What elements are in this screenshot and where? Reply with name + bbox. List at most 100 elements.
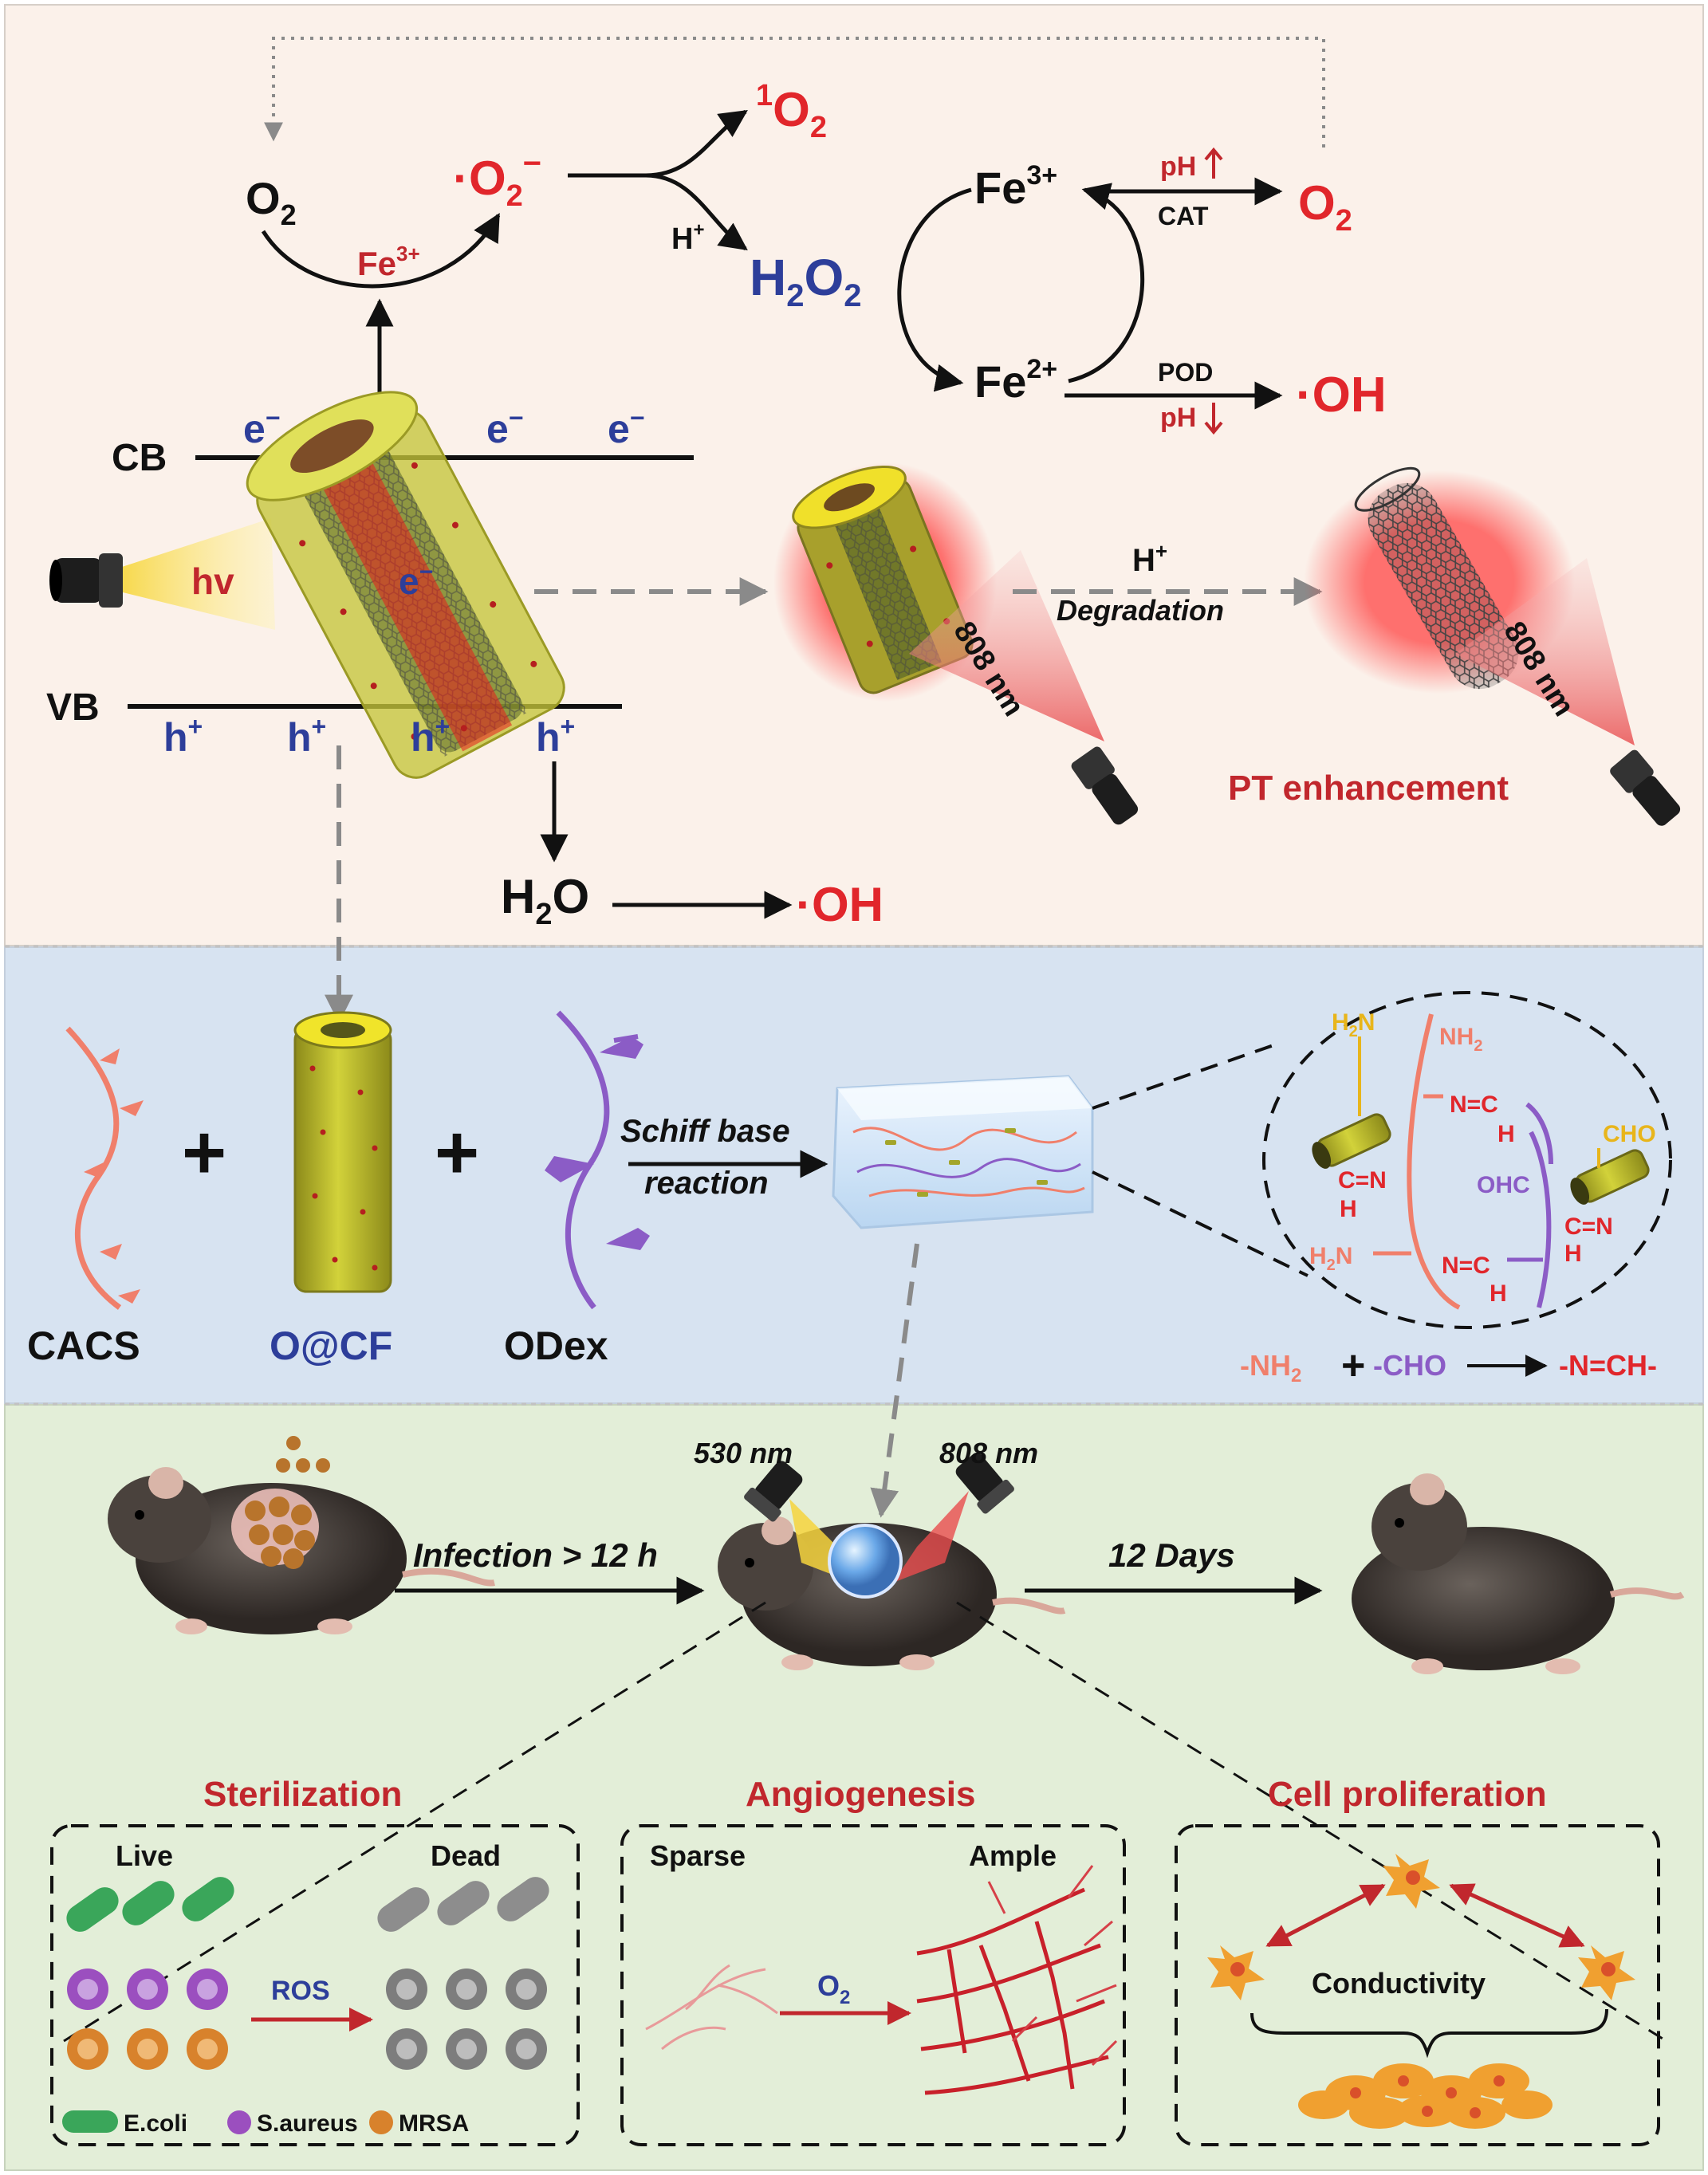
equation-cho: -CHO	[1373, 1349, 1446, 1382]
h2o2-label: H2O2	[750, 249, 862, 313]
cat-label: CAT	[1158, 202, 1209, 230]
arrow-to-singlet-o2	[645, 109, 748, 178]
degradation-proton-label: H+	[1132, 539, 1167, 578]
live-mrsa-group	[67, 2028, 228, 2070]
mrsa-legend-icon	[369, 2110, 393, 2134]
dead-rod-group	[377, 1877, 549, 1932]
reduction-arc	[261, 212, 501, 289]
zoom-cho: CHO	[1603, 1121, 1656, 1147]
cell-link-left	[1265, 1883, 1386, 1948]
fe2-to-fe3-arc	[1068, 183, 1145, 383]
zoom-h-4: H	[1490, 1280, 1507, 1307]
zoom-circle	[1262, 991, 1672, 1329]
pod-label: POD	[1158, 358, 1213, 387]
flashlight-808-icon	[955, 1453, 1014, 1514]
cacs-side-groups	[84, 1048, 144, 1304]
zoom-tube-left	[1312, 1113, 1391, 1169]
ph-down-arrow-icon	[1204, 403, 1223, 435]
zoom-c-eq-n-1: C=N	[1338, 1167, 1387, 1194]
conductivity-label: Conductivity	[1312, 1967, 1486, 2000]
zoom-nh2: NH2	[1439, 1024, 1482, 1055]
cell-left	[1207, 1945, 1265, 2000]
ample-label: Ample	[969, 1839, 1057, 1872]
live-saureus-group	[67, 1969, 228, 2010]
ph-down-label: pH	[1160, 403, 1196, 433]
saureus-legend-icon	[227, 2110, 251, 2134]
h2o-label: H2O	[501, 870, 589, 931]
beam-808-bottom	[893, 1491, 969, 1583]
nm530-label: 530 nm	[694, 1437, 793, 1469]
mrsa-legend: MRSA	[399, 2110, 469, 2137]
hv-label: hv	[191, 560, 234, 602]
cell-link-right	[1449, 1883, 1585, 1948]
ph-up-label: pH	[1160, 151, 1196, 182]
oh-bottom: ·OH	[796, 878, 884, 931]
mouse-infected	[108, 1436, 495, 1634]
cell-right	[1578, 1945, 1635, 2000]
degradation-label: Degradation	[1057, 594, 1224, 627]
cell-top	[1383, 1854, 1440, 1909]
equation-plus: +	[1341, 1343, 1365, 1389]
zoom-tube-right	[1570, 1149, 1650, 1205]
fe3-catalyst-label: Fe3+	[357, 242, 420, 282]
sparse-label: Sparse	[650, 1839, 746, 1872]
nm808-bottom-label: 808 nm	[939, 1437, 1038, 1469]
flashlight-icon-right	[1610, 749, 1681, 826]
sterilization-box	[50, 1824, 580, 2146]
zoom-chain-purple-top	[1525, 1102, 1553, 1165]
cell-proliferation-title: Cell proliferation	[1268, 1775, 1547, 1814]
fe3-label: Fe3+	[974, 160, 1057, 213]
arrow-to-h2o2	[645, 173, 748, 251]
fan-line-right	[956, 1601, 1667, 2043]
pt-enhancement-label: PT enhancement	[1228, 769, 1509, 808]
hole-1: h+	[163, 712, 203, 760]
infection-label: Infection > 12 h	[413, 1536, 658, 1574]
zoom-n-eq-c-1: N=C	[1450, 1091, 1498, 1118]
electron-inner: e−	[399, 559, 433, 602]
zoom-line-top	[1092, 1043, 1277, 1110]
electron-1: e−	[243, 403, 281, 451]
ros-label: ROS	[271, 1976, 330, 2006]
schiff-base-line1: Schiff base	[620, 1114, 790, 1149]
plus-1: +	[182, 1110, 226, 1195]
proliferated-nuclei	[1350, 2075, 1505, 2118]
o2-left: O2	[246, 173, 297, 231]
plus-2: +	[435, 1110, 479, 1195]
arrow-to-in-vivo	[870, 1243, 919, 1518]
sterilization-title: Sterilization	[203, 1775, 402, 1814]
conductivity-brace	[1250, 2008, 1608, 2059]
ocf-label: O@CF	[270, 1323, 392, 1368]
zoom-c-eq-n-2: C=N	[1564, 1213, 1613, 1240]
hole-4: h+	[536, 712, 575, 760]
zoom-h2n-salmon: H2N	[1309, 1243, 1352, 1274]
cacs-chain	[65, 1026, 122, 1310]
electron-4: e−	[608, 403, 645, 451]
ample-vessel-branches	[987, 1865, 1118, 2067]
mouse-healed	[1352, 1473, 1685, 1674]
ample-vessels	[916, 1887, 1109, 2095]
flashlight-icon-left	[49, 553, 123, 608]
zoom-n-eq-c-2: N=C	[1442, 1253, 1490, 1279]
angiogenesis-title: Angiogenesis	[746, 1775, 976, 1814]
saureus-legend: S.aureus	[257, 2110, 358, 2137]
flashlight-530-icon	[744, 1461, 803, 1522]
zoom-chain-salmon-left	[1407, 1013, 1461, 1310]
photocatalyst-nanotube	[246, 391, 565, 779]
equation-nh2: -NH2	[1240, 1349, 1301, 1386]
fan-line-left	[63, 1601, 766, 2043]
hydrogel-block	[832, 1075, 1094, 1229]
zoom-h-3: H	[1564, 1241, 1582, 1267]
odex-side-groups	[545, 1036, 650, 1250]
dead-cocci-group	[386, 1969, 547, 2070]
angiogenesis-box	[620, 1824, 1126, 2146]
ecoli-legend: E.coli	[124, 2110, 187, 2137]
oh-right: ·OH	[1296, 368, 1387, 423]
zoom-h-1: H	[1497, 1121, 1515, 1147]
fe2-label: Fe2+	[974, 354, 1057, 407]
o2-right: O2	[1298, 176, 1352, 238]
zoom-h-2: H	[1340, 1196, 1357, 1222]
laser-beam-808-right	[1455, 558, 1635, 745]
odex-label: ODex	[504, 1323, 608, 1368]
